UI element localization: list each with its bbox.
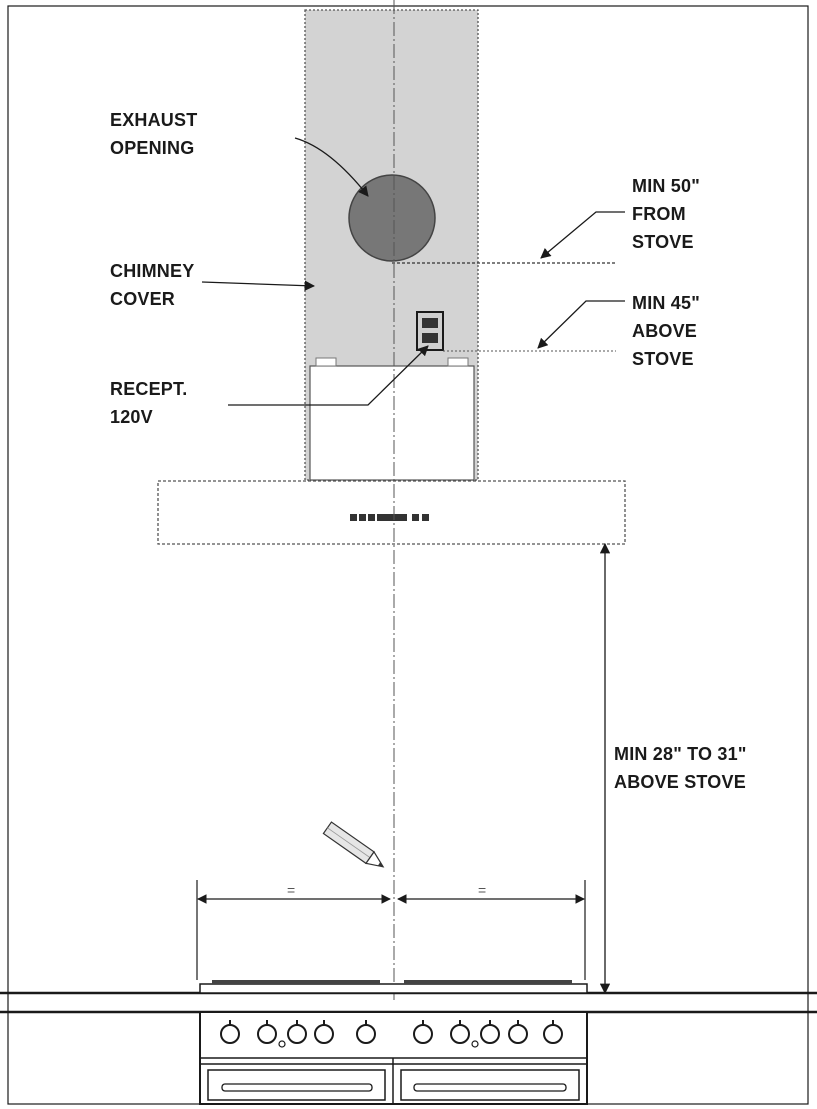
receptacle-label: RECEPT. 120V bbox=[110, 375, 187, 431]
exhaust-opening-label: EXHAUST OPENING bbox=[110, 106, 197, 162]
exhaust-label-line1: EXHAUST bbox=[110, 110, 198, 130]
grate-right bbox=[404, 980, 572, 984]
min50-line3: STOVE bbox=[632, 232, 694, 252]
exhaust-opening bbox=[348, 174, 436, 262]
exhaust-leader bbox=[294, 137, 369, 197]
stove-knobs bbox=[220, 1024, 563, 1048]
min45-leader bbox=[537, 300, 625, 349]
hood-tab-left bbox=[315, 357, 337, 367]
hood-controls bbox=[350, 514, 429, 521]
min28-line1: MIN 28" TO 31" bbox=[614, 744, 747, 764]
chimney-leader bbox=[201, 280, 316, 291]
min-50-label: MIN 50" FROM STOVE bbox=[632, 172, 700, 256]
hood-tab-right bbox=[447, 357, 469, 367]
hood-canopy bbox=[157, 480, 626, 545]
equal-mark-left: = bbox=[287, 882, 296, 898]
min50-line1: MIN 50" bbox=[632, 176, 700, 196]
grate-left bbox=[212, 980, 380, 984]
min-45-label: MIN 45" ABOVE STOVE bbox=[632, 289, 700, 373]
chimney-label-line1: CHIMNEY bbox=[110, 261, 195, 281]
hood-upper-box bbox=[309, 365, 475, 481]
exhaust-label-line2: OPENING bbox=[110, 138, 195, 158]
min45-line3: STOVE bbox=[632, 349, 694, 369]
min45-line2: ABOVE bbox=[632, 321, 698, 341]
min28-line2: ABOVE STOVE bbox=[614, 772, 746, 792]
chimney-cover-label: CHIMNEY COVER bbox=[110, 257, 194, 313]
stove bbox=[199, 1011, 588, 1105]
min-28-31-label: MIN 28" TO 31" ABOVE STOVE bbox=[614, 740, 747, 796]
chimney-label-line2: COVER bbox=[110, 289, 176, 309]
min50-line2: FROM bbox=[632, 204, 686, 224]
recept-leader bbox=[228, 345, 429, 406]
min50-leader bbox=[540, 211, 625, 259]
receptacle-icon bbox=[416, 311, 444, 351]
cooktop bbox=[199, 983, 588, 994]
recept-label-line1: RECEPT. bbox=[110, 379, 188, 399]
recept-label-line2: 120V bbox=[110, 407, 153, 427]
pencil-icon bbox=[322, 821, 385, 868]
min45-line1: MIN 45" bbox=[632, 293, 700, 313]
equal-mark-right: = bbox=[478, 882, 487, 898]
